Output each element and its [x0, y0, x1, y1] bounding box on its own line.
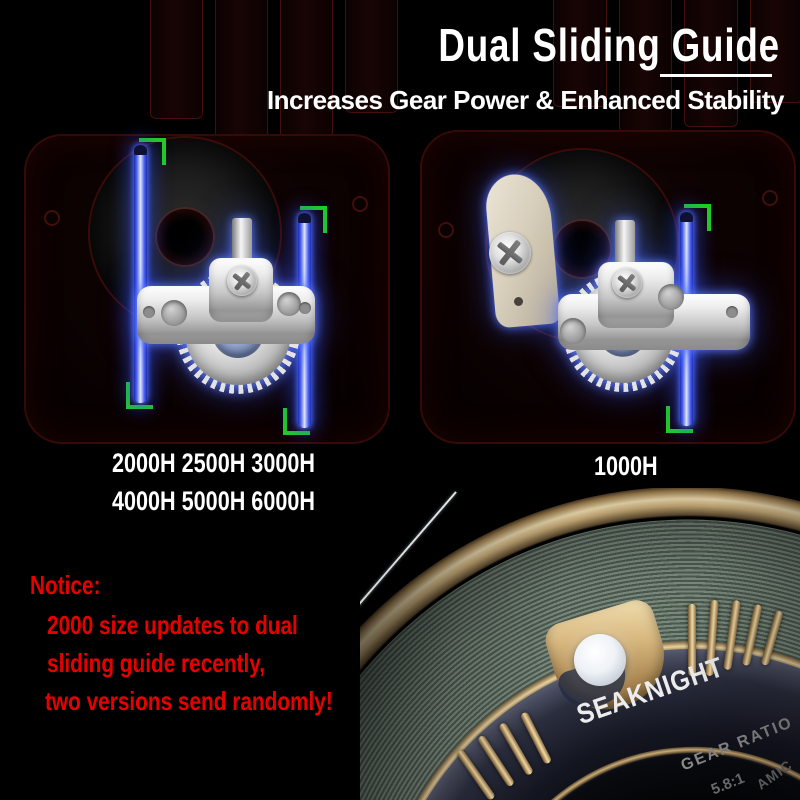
notice-line: sliding guide recently, — [47, 648, 266, 678]
corner-bracket-icon — [139, 138, 166, 165]
corner-bracket-icon — [666, 406, 693, 433]
carriage-hole — [560, 318, 586, 344]
fin — [280, 0, 333, 139]
reel-spool-photo: SEAKNIGHT GEAR RATIO 5.8:1 AMIC — [360, 488, 800, 800]
carriage-hole — [658, 284, 684, 310]
line-roller-knob — [574, 634, 626, 686]
notice-line: two versions send randomly! — [45, 686, 333, 716]
corner-bracket-icon — [126, 382, 153, 409]
corner-bracket-icon — [283, 408, 310, 435]
fin — [150, 0, 203, 119]
reel-body-fins-left — [150, 0, 398, 146]
page-subtitle: Increases Gear Power & Enhanced Stabilit… — [266, 85, 785, 115]
carriage-tab — [299, 302, 311, 314]
screw-boss — [438, 222, 454, 238]
phillips-screw-icon — [227, 266, 257, 296]
page-title: Dual Sliding Guide — [438, 19, 780, 71]
notice-line: 2000 size updates to dual — [47, 610, 298, 640]
fin — [553, 0, 607, 107]
fin — [215, 0, 268, 145]
carriage-tab — [143, 306, 155, 318]
size-label-dual-line1: 2000H 2500H 3000H — [112, 448, 315, 478]
size-label-dual-line2: 4000H 5000H 6000H — [112, 486, 315, 516]
carriage-tab — [726, 306, 738, 318]
corner-bracket-icon — [684, 204, 711, 231]
fin — [618, 0, 672, 133]
phillips-screw-icon — [489, 232, 531, 274]
size-label-single: 1000H — [593, 451, 658, 481]
reel-body-fins-right — [553, 0, 800, 136]
gear-carriage-assembly-right — [558, 220, 750, 394]
gear-carriage-assembly-left — [137, 218, 315, 394]
carriage-hole — [161, 300, 187, 326]
lever-pin — [514, 297, 523, 306]
fin — [345, 0, 398, 113]
screw-boss — [762, 190, 778, 206]
screw-boss — [44, 210, 60, 226]
fin — [749, 0, 800, 103]
corner-bracket-icon — [300, 206, 327, 233]
notice-heading: Notice: — [30, 570, 101, 600]
main-shaft — [615, 220, 635, 272]
screw-boss — [352, 196, 368, 212]
phillips-screw-icon — [612, 268, 642, 298]
title-underline — [660, 74, 772, 77]
carriage-hole — [277, 292, 301, 316]
fin — [684, 0, 738, 127]
